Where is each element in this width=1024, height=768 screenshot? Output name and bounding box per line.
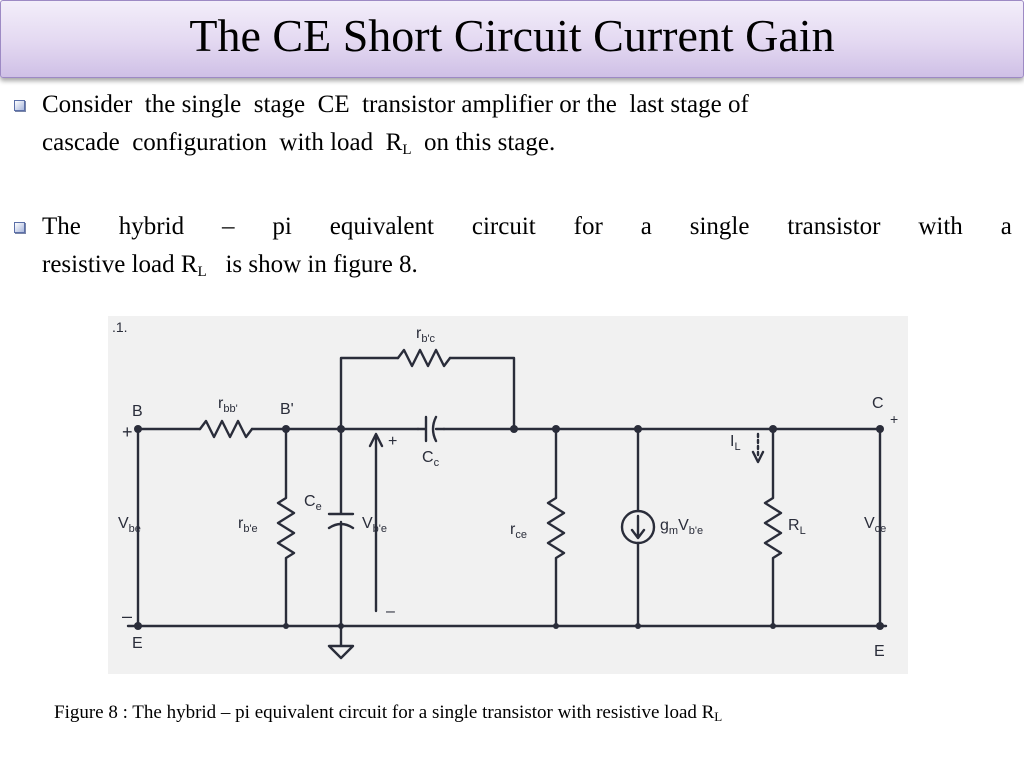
bullet-2-line-2-tail: is show in figure 8.	[206, 251, 418, 278]
label-e-left: E	[132, 635, 143, 652]
label-il: IL	[730, 433, 741, 453]
rbc-wire-right	[448, 356, 516, 431]
node-406	[510, 425, 518, 433]
bullet-2-text: The hybrid – pi equivalent circuit for a…	[42, 208, 1012, 284]
label-e-minus: –	[122, 606, 132, 626]
bullet-square-icon	[14, 100, 25, 111]
node-448	[552, 425, 560, 433]
label-rl: RL	[788, 517, 806, 537]
bullet-square-icon	[14, 222, 25, 233]
node-665	[769, 425, 777, 433]
node-530	[634, 425, 642, 433]
label-cc: Cc	[422, 449, 440, 469]
word: a	[1000, 213, 1012, 240]
hybrid-pi-circuit-diagram: .1. B + B' C + – E E rbb' rb'c Cc Vbe rb…	[112, 319, 898, 660]
label-rbe: rb'e	[238, 515, 258, 535]
label-vbe: Vbe	[118, 515, 141, 535]
current-source-circle	[620, 509, 656, 545]
bullet-2-line-1: The hybrid – pi equivalent circuit for a…	[42, 208, 1012, 246]
node-bottom	[553, 623, 559, 629]
rl-branch	[763, 427, 783, 628]
bullet-2-line-2-text: resistive load R	[42, 251, 198, 278]
il-arrowhead	[751, 450, 765, 464]
node-e-right	[876, 622, 884, 630]
label-rce: rce	[510, 521, 527, 541]
word: equivalent	[329, 213, 434, 240]
label-rbb: rbb'	[218, 395, 238, 415]
word: circuit	[471, 213, 536, 240]
word: –	[222, 213, 235, 240]
bullet-2-line-2: resistive load RL is show in figure 8.	[42, 246, 1012, 284]
label-b-plus: +	[122, 422, 133, 442]
subscript-l: L	[402, 142, 412, 158]
slide-title: The CE Short Circuit Current Gain	[189, 10, 835, 61]
label-gm-vbe: gmVb'e	[660, 517, 703, 537]
bullet-1-line-1: Consider the single stage CE transistor …	[42, 91, 749, 118]
bullet-1-line-2-tail: on this stage.	[411, 129, 556, 156]
node-bottom	[283, 623, 289, 629]
rbc-resistor	[396, 348, 452, 368]
ce-branch	[327, 427, 355, 628]
word: hybrid	[118, 213, 185, 240]
word: with	[918, 213, 963, 240]
label-c-plus: +	[890, 411, 898, 427]
word: The	[42, 213, 81, 240]
word: single	[689, 213, 750, 240]
rbc-wire	[339, 356, 400, 431]
node-bottom	[770, 623, 776, 629]
word: a	[640, 213, 652, 240]
label-bprime: B'	[280, 401, 294, 418]
label-vbpe-minus: –	[386, 603, 395, 620]
cc-capacitor	[416, 415, 446, 443]
node-233	[337, 425, 345, 433]
label-rbc: rb'c	[416, 325, 436, 345]
rbb-resistor	[198, 419, 254, 439]
rbe-branch	[276, 427, 296, 628]
word: for	[573, 213, 603, 240]
label-vbpe: Vb'e	[362, 515, 387, 535]
corner-text: .1.	[112, 319, 128, 335]
node-c	[876, 425, 884, 433]
node-bprime	[282, 425, 290, 433]
label-vce: Vce	[864, 515, 886, 535]
label-ce: Ce	[304, 493, 322, 513]
title-bar	[0, 0, 1024, 78]
node-bottom	[635, 623, 641, 629]
label-e-right: E	[874, 643, 885, 660]
word: transistor	[787, 213, 881, 240]
bullet-1-text: Consider the single stage CE transistor …	[42, 86, 749, 162]
caption-text: Figure 8 : The hybrid – pi equivalent ci…	[54, 702, 715, 723]
circuit-figure: .1. B + B' C + – E E rbb' rb'c Cc Vbe rb…	[108, 316, 908, 674]
rce-branch	[546, 427, 566, 628]
node-bottom	[338, 623, 344, 629]
label-c: C	[872, 395, 884, 412]
bullet-1-line-2-text: cascade configuration with load R	[42, 129, 403, 156]
vbe-arrow	[368, 432, 384, 613]
caption-subscript: L	[714, 709, 723, 724]
word: pi	[272, 213, 292, 240]
ground-symbol	[327, 624, 355, 660]
figure-caption: Figure 8 : The hybrid – pi equivalent ci…	[54, 702, 722, 724]
node-b	[134, 425, 142, 433]
current-source-arrow	[630, 514, 646, 540]
node-e-left	[134, 622, 142, 630]
subscript-l: L	[197, 264, 207, 280]
label-b: B	[132, 403, 143, 420]
label-vbpe-plus: +	[388, 433, 397, 450]
bullet-1-line-2: cascade configuration with load RL on th…	[42, 124, 749, 162]
